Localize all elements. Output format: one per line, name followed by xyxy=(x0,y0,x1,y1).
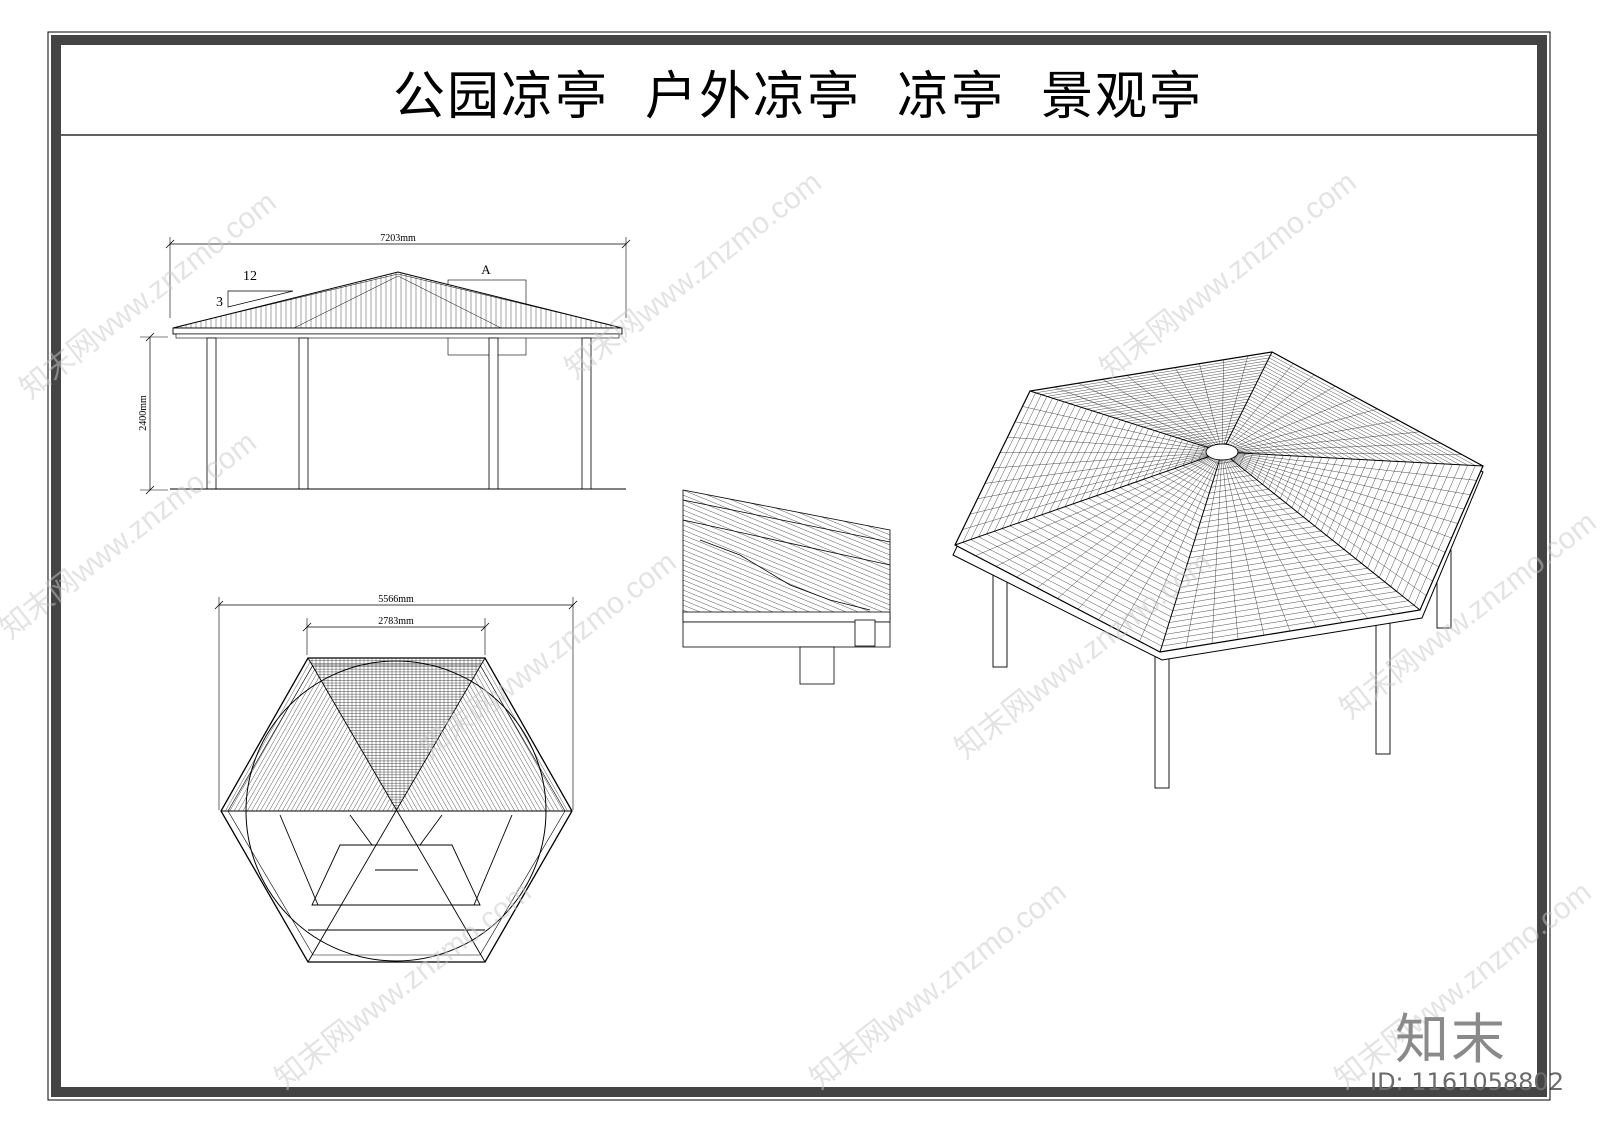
plan-roof-hatch xyxy=(225,658,568,812)
detail-callout-tag: A xyxy=(481,262,491,277)
slope-run: 12 xyxy=(243,269,257,284)
watermark: 知末网www.znzmo.com xyxy=(1094,166,1363,386)
elevation-column xyxy=(298,337,309,490)
plan-inner-dim: 2783mm xyxy=(378,616,414,627)
plan-view: 5566mm 2783mm xyxy=(214,594,578,963)
asset-id: ID: 1161058802 xyxy=(1370,1068,1564,1096)
elevation-height-dim: 2400mm xyxy=(138,395,149,431)
outer-frame-line xyxy=(47,31,1551,1101)
drawing-title: 公园凉亭 户外凉亭 凉亭 景观亭 xyxy=(64,50,1532,132)
iso-roof-hatch xyxy=(962,354,1477,648)
title-part: 凉亭 xyxy=(897,66,1006,127)
elevation-roof xyxy=(172,271,623,329)
detail-column xyxy=(799,646,835,685)
slope-indicator xyxy=(227,290,294,308)
title-part: 公园凉亭 xyxy=(392,66,609,127)
elevation-eave xyxy=(172,327,623,335)
plan-outer-dim: 5566mm xyxy=(378,594,414,605)
watermark: 知末网www.znzmo.com xyxy=(559,166,828,386)
watermark: 知末网www.znzmo.com xyxy=(414,546,683,766)
watermark: 知末网www.znzmo.com xyxy=(804,876,1073,1096)
slope-rise: 3 xyxy=(216,295,223,310)
iso-roof-cap xyxy=(1205,443,1239,461)
title-part: 景观亭 xyxy=(1041,66,1204,127)
brand-logo: 知末 xyxy=(1395,1008,1507,1071)
detail-view xyxy=(682,489,891,685)
elevation-column xyxy=(488,337,499,490)
isometric-view xyxy=(952,351,1484,789)
sheet-border xyxy=(51,35,1547,1097)
elevation-width-dim: 7203mm xyxy=(380,233,416,244)
watermark: 知末网www.znzmo.com xyxy=(0,426,263,646)
title-part: 户外凉亭 xyxy=(644,66,861,127)
iso-column xyxy=(1154,651,1170,789)
